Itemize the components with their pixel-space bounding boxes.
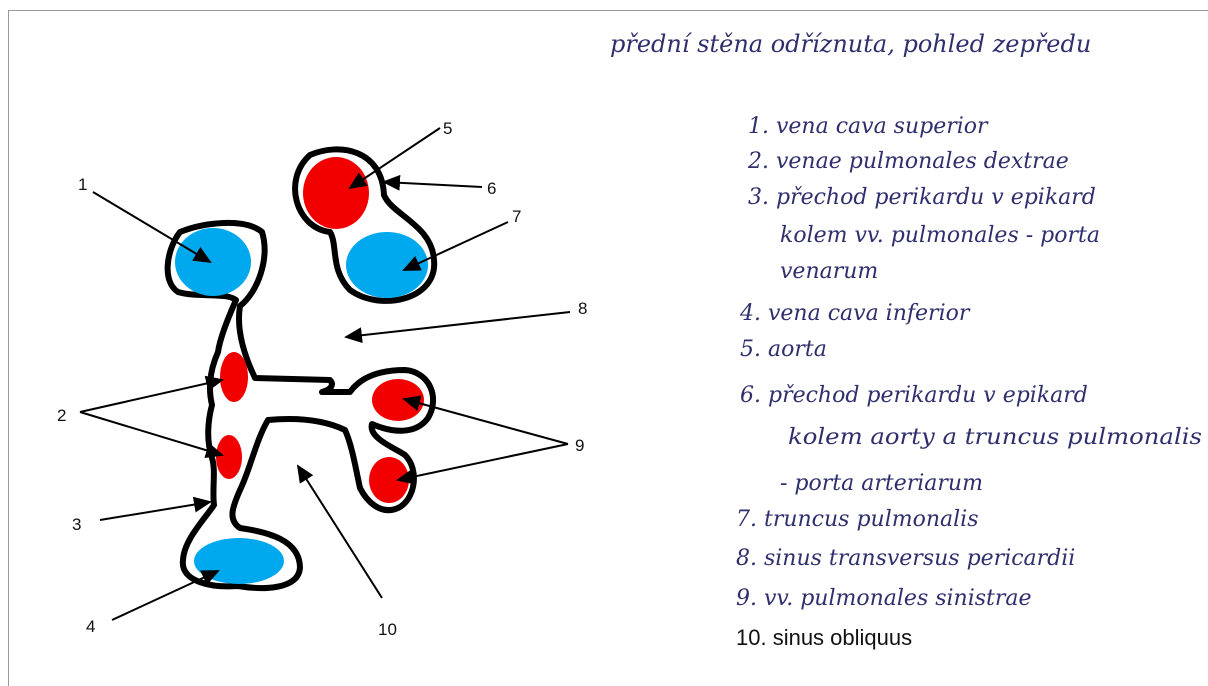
- vena-cava-superior: [175, 228, 251, 296]
- arrow-8: [344, 311, 571, 344]
- arrow-2b: [79, 411, 224, 459]
- label-1: 1: [78, 175, 87, 194]
- arrow-7: [402, 221, 509, 271]
- label-8: 8: [578, 299, 587, 318]
- legend-item-3-line2: kolem vv. pulmonales - porta: [780, 223, 1100, 248]
- legend-item-6-line3: - porta arteriarum: [780, 471, 983, 496]
- vena-pulmonalis-sinistra-upper: [372, 379, 424, 421]
- legend-item-1: 1. vena cava superior: [748, 114, 989, 139]
- legend-item-10: 10. sinus obliquus: [736, 625, 912, 650]
- label-7: 7: [512, 207, 521, 226]
- vena-pulmonalis-dextra-upper: [220, 352, 248, 402]
- aorta: [303, 157, 369, 229]
- vena-cava-inferior: [194, 538, 284, 584]
- legend-item-3-line3: venarum: [780, 259, 878, 284]
- vena-pulmonalis-dextra-lower: [216, 435, 242, 479]
- vena-pulmonalis-sinistra-lower: [369, 457, 409, 503]
- legend-item-6: 6. přechod perikardu v epikard: [740, 383, 1088, 408]
- arrow-10: [296, 464, 383, 599]
- arrow-1: [92, 191, 212, 264]
- diagram-title: přední stěna odříznuta, pohled zepředu: [610, 30, 1091, 58]
- label-6: 6: [487, 179, 496, 198]
- image-frame: [8, 10, 1208, 686]
- legend-item-7: 7. truncus pulmonalis: [736, 507, 979, 532]
- legend-item-3: 3. přechod perikardu v epikard: [748, 185, 1096, 210]
- arrow-9b: [396, 443, 569, 485]
- porta-venarum-outline: [164, 220, 436, 592]
- label-9: 9: [575, 436, 584, 455]
- arrow-2a: [79, 375, 224, 413]
- legend-item-5: 5. aorta: [740, 337, 827, 362]
- label-10: 10: [378, 620, 397, 639]
- legend-item-4: 4. vena cava inferior: [739, 301, 971, 326]
- pointer-arrows: [79, 127, 571, 621]
- arrow-3: [99, 496, 212, 521]
- legend-item-9: 9. vv. pulmonales sinistrae: [736, 586, 1032, 611]
- legend-item-8: 8. sinus transversus pericardii: [736, 546, 1075, 571]
- truncus-pulmonalis: [346, 232, 428, 298]
- legend: 1. vena cava superior 2. venae pulmonale…: [736, 114, 1202, 650]
- arrow-5: [348, 127, 441, 190]
- label-2: 2: [57, 406, 66, 425]
- arrow-9a: [402, 395, 569, 445]
- arrow-6: [382, 174, 483, 191]
- label-3: 3: [72, 515, 81, 534]
- arrow-4: [111, 570, 220, 621]
- label-4: 4: [86, 617, 95, 636]
- label-5: 5: [443, 119, 452, 138]
- legend-item-6-line2: kolem aorty a truncus pulmonalis: [788, 425, 1202, 450]
- legend-item-2: 2. venae pulmonales dextrae: [747, 149, 1069, 174]
